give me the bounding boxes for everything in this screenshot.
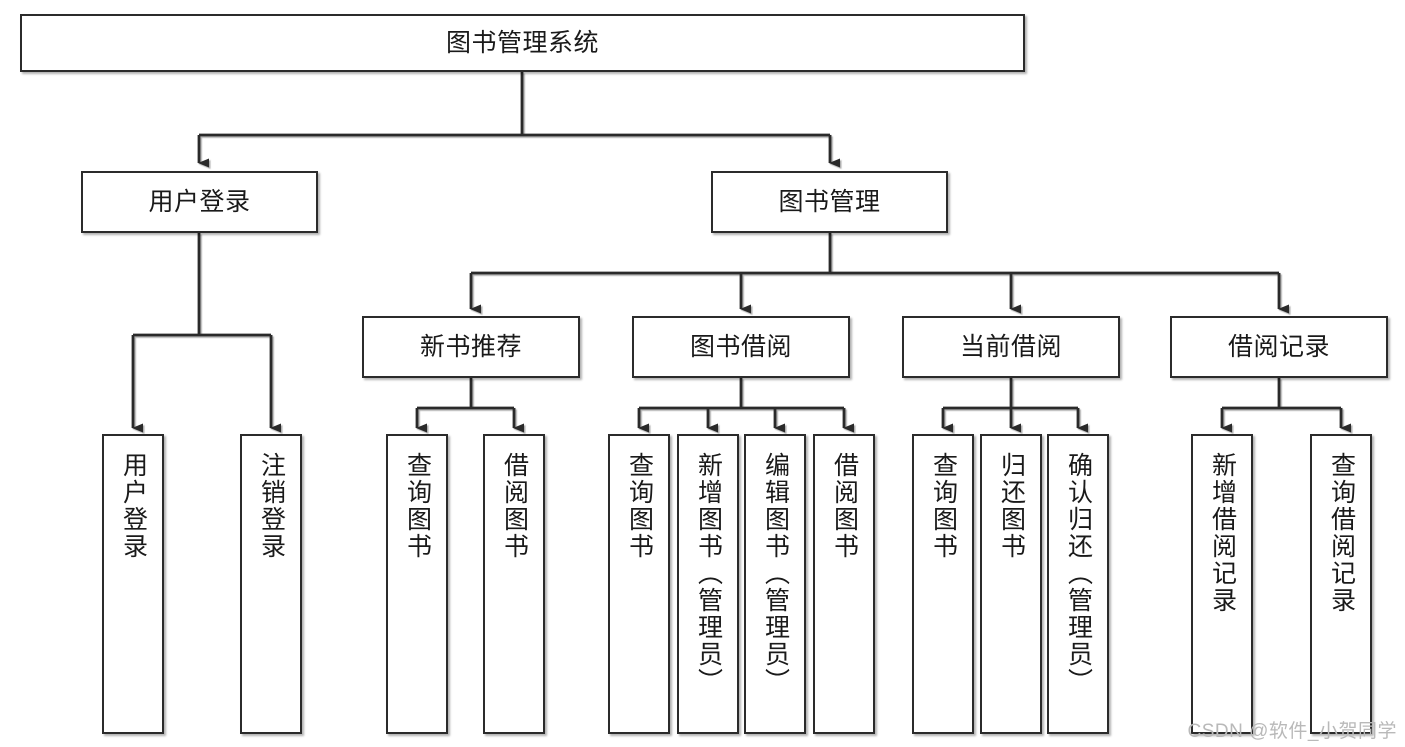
leaf-logout-login-label: 注销登录: [257, 452, 286, 560]
node-user-login[interactable]: 用户登录: [81, 171, 318, 233]
leaf-edit-book-admin-label: 编辑图书（管理员）: [761, 452, 790, 695]
leaf-user-login[interactable]: 用户登录: [102, 434, 164, 734]
leaf-return-book[interactable]: 归还图书: [980, 434, 1042, 734]
leaf-logout-login[interactable]: 注销登录: [240, 434, 302, 734]
leaf-add-book-admin-label: 新增图书（管理员）: [694, 452, 723, 695]
leaf-query-book-3[interactable]: 查询图书: [912, 434, 974, 734]
node-user-login-label: 用户登录: [148, 187, 251, 216]
node-book-manage-label: 图书管理: [778, 187, 881, 216]
node-current-borrow[interactable]: 当前借阅: [902, 316, 1120, 378]
leaf-query-borrow-record[interactable]: 查询借阅记录: [1310, 434, 1372, 734]
node-book-borrow-label: 图书借阅: [689, 332, 792, 361]
node-new-book-rec-label: 新书推荐: [419, 332, 522, 361]
leaf-query-book-1[interactable]: 查询图书: [386, 434, 448, 734]
leaf-user-login-label: 用户登录: [119, 452, 148, 560]
leaf-query-borrow-record-label: 查询借阅记录: [1327, 452, 1356, 614]
leaf-query-book-3-label: 查询图书: [929, 452, 958, 560]
node-root[interactable]: 图书管理系统: [20, 14, 1025, 72]
node-new-book-rec[interactable]: 新书推荐: [362, 316, 580, 378]
node-root-label: 图书管理系统: [445, 28, 599, 57]
node-borrow-record[interactable]: 借阅记录: [1170, 316, 1388, 378]
node-book-borrow[interactable]: 图书借阅: [632, 316, 850, 378]
leaf-return-book-label: 归还图书: [997, 452, 1026, 560]
leaf-borrow-book-1-label: 借阅图书: [500, 452, 529, 560]
leaf-confirm-return-admin[interactable]: 确认归还（管理员）: [1047, 434, 1109, 734]
leaf-borrow-book-2[interactable]: 借阅图书: [813, 434, 875, 734]
leaf-query-book-2[interactable]: 查询图书: [608, 434, 670, 734]
leaf-add-book-admin[interactable]: 新增图书（管理员）: [677, 434, 739, 734]
leaf-borrow-book-2-label: 借阅图书: [830, 452, 859, 560]
node-current-borrow-label: 当前借阅: [959, 332, 1062, 361]
leaf-add-borrow-record[interactable]: 新增借阅记录: [1191, 434, 1253, 734]
node-borrow-record-label: 借阅记录: [1227, 332, 1330, 361]
leaf-query-book-1-label: 查询图书: [403, 452, 432, 560]
leaf-borrow-book-1[interactable]: 借阅图书: [483, 434, 545, 734]
leaf-query-book-2-label: 查询图书: [625, 452, 654, 560]
node-book-manage[interactable]: 图书管理: [711, 171, 948, 233]
leaf-add-borrow-record-label: 新增借阅记录: [1208, 452, 1237, 614]
leaf-edit-book-admin[interactable]: 编辑图书（管理员）: [744, 434, 806, 734]
leaf-confirm-return-admin-label: 确认归还（管理员）: [1064, 452, 1093, 695]
watermark: CSDN @软件_小贺同学: [1187, 721, 1397, 742]
